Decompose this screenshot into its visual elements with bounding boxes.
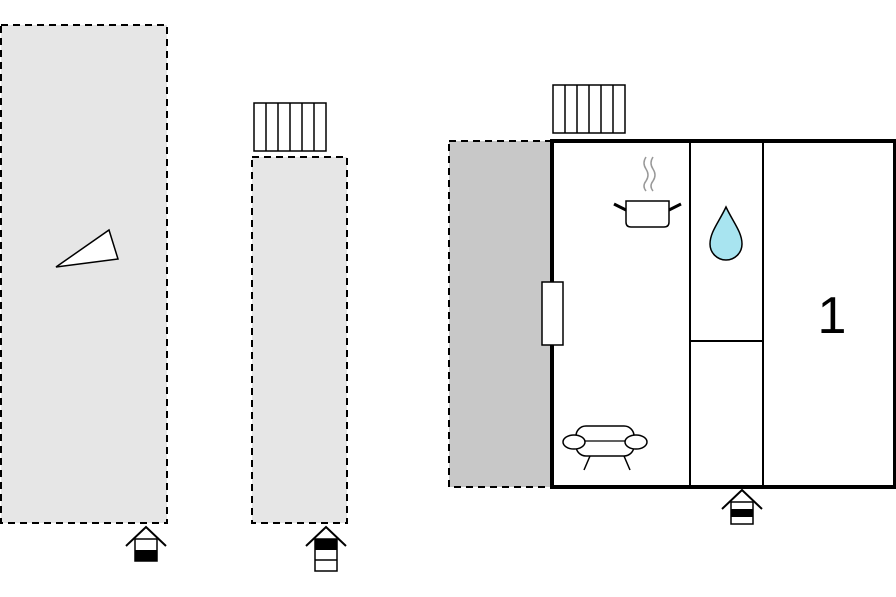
- window-icon: [541, 281, 564, 346]
- terrace: [448, 140, 553, 488]
- entrance-icon: [721, 488, 763, 525]
- compass-icon: [55, 228, 119, 268]
- room-number-label: 1: [818, 287, 847, 345]
- outdoor-area-middle: [251, 156, 348, 524]
- kitchen-pot-icon: [613, 156, 682, 228]
- staircase-icon: [552, 84, 626, 134]
- staircase-icon: [253, 102, 327, 152]
- sofa-icon: [562, 425, 648, 471]
- entrance-icon: [305, 525, 347, 572]
- water-drop-icon: [709, 205, 743, 261]
- entrance-icon: [125, 525, 167, 562]
- outdoor-area-left: [0, 24, 168, 524]
